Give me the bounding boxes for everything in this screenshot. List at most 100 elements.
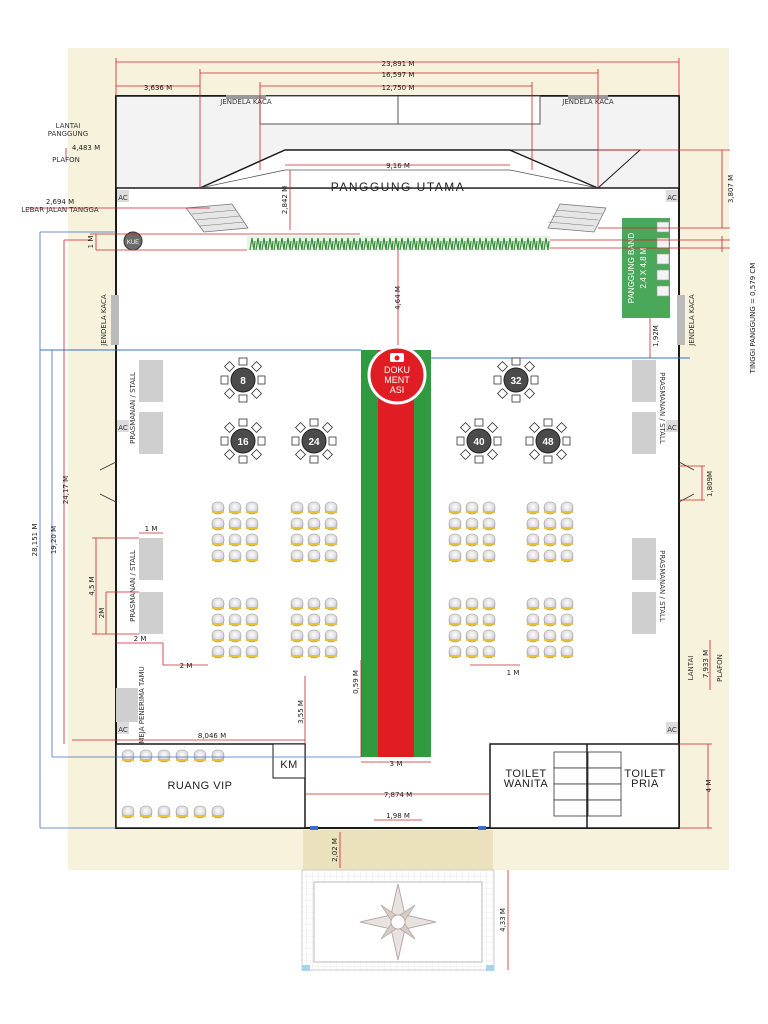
svg-text:AC: AC [118, 424, 128, 432]
vip-chair [157, 805, 171, 819]
chair [228, 517, 242, 531]
stage-floor-label: PANGGUNG [48, 130, 88, 138]
window-left [111, 295, 119, 345]
vip-toilet [272, 743, 306, 779]
chair [290, 629, 304, 643]
band-stage-size: 2,4 X 4,8 M [639, 247, 648, 288]
chair [245, 501, 259, 515]
chair [211, 501, 225, 515]
dim-stair-width: 2,694 M [46, 198, 74, 206]
floor-right-label: LANTAI [687, 656, 695, 681]
chair [465, 533, 479, 547]
chair [526, 613, 540, 627]
chair [526, 533, 540, 547]
dim-stall-unit: 2M [98, 608, 106, 619]
chair [324, 517, 338, 531]
chair [543, 517, 557, 531]
vip-chair [139, 749, 153, 763]
chair [465, 629, 479, 643]
chair [307, 501, 321, 515]
chair [211, 629, 225, 643]
dim-grass-offset: 1 M [87, 236, 95, 249]
ceiling-left-label: PLAFON [52, 156, 80, 164]
chair [290, 533, 304, 547]
dim-stage-width: 9,16 M [386, 162, 410, 170]
chair [290, 597, 304, 611]
dim-width-b: 16,597 M [382, 71, 415, 79]
round-table-24: 24 [291, 418, 337, 464]
dim-carpet-margin: 0,59 M [352, 670, 360, 694]
doors [99, 461, 695, 503]
entrance-area [303, 830, 493, 870]
ceiling-right-label: PLAFON [716, 654, 724, 682]
chair [245, 533, 259, 547]
chair [543, 533, 557, 547]
dim-depth-c: 19,20 M [50, 526, 58, 554]
toilet-pria-1: TOILET [624, 768, 665, 780]
dim-carpet-width: 3 M [390, 760, 403, 768]
chair [228, 549, 242, 563]
svg-text:AC: AC [667, 194, 677, 202]
km-label: KM [280, 759, 298, 771]
dimension-lines [28, 58, 730, 970]
toilet-wanita-2: WANITA [504, 778, 549, 790]
chair [228, 597, 242, 611]
buffet-stalls [139, 360, 656, 634]
chair [482, 501, 496, 515]
stage-stairs-left [185, 203, 249, 233]
chair [290, 645, 304, 659]
dim-toilet-depth: 4 M [705, 780, 713, 793]
chair [526, 549, 540, 563]
chair [543, 597, 557, 611]
doc-line-2: MENT [384, 375, 410, 385]
window-label-top-right: JENDELA KACA [561, 98, 614, 106]
chair [526, 597, 540, 611]
chair [228, 533, 242, 547]
chair [560, 597, 574, 611]
chair [465, 613, 479, 627]
dim-door-right: 1,809M [706, 471, 714, 497]
ac-units: AC AC AC AC AC AC [117, 190, 678, 734]
dim-chair-gap: 1 M [507, 669, 520, 677]
window-top-right [568, 95, 608, 99]
band-stage [622, 218, 670, 318]
round-table-32: 32 [493, 357, 539, 403]
dim-stall-depth: 4,5 M [88, 576, 96, 595]
dim-width-c: 12,750 M [382, 84, 415, 92]
vip-chair [121, 805, 135, 819]
round-table-48: 48 [525, 418, 571, 464]
chair [560, 613, 574, 627]
svg-text:AC: AC [667, 726, 677, 734]
chair [448, 645, 462, 659]
chair [448, 549, 462, 563]
svg-text:48: 48 [542, 437, 554, 448]
stall-label-right-bottom: PRASMANAN / STALL [658, 550, 666, 622]
chair [560, 549, 574, 563]
vip-chair [175, 749, 189, 763]
svg-text:32: 32 [510, 376, 522, 387]
chair [245, 549, 259, 563]
chair [560, 517, 574, 531]
compass-rose-icon [359, 883, 437, 961]
dim-stage-right: 3,807 M [727, 175, 735, 203]
dim-entrance-width: 1,98 M [386, 812, 410, 820]
chair [307, 613, 321, 627]
chair [448, 629, 462, 643]
chair [324, 629, 338, 643]
chair [245, 517, 259, 531]
window-label-right: JENDELA KACA [688, 294, 696, 347]
camera-icon [390, 353, 404, 362]
chair [324, 597, 338, 611]
cake-label: KUE [127, 240, 139, 246]
stall-label-left-top: PRASMANAN / STALL [129, 372, 137, 444]
dim-depth-b: 24,17 M [62, 476, 70, 504]
dim-floor-ceiling-left: 4,483 M [72, 144, 100, 152]
chair [245, 645, 259, 659]
chair [448, 597, 462, 611]
toilet-pria-2: PRIA [631, 778, 659, 790]
chair [211, 645, 225, 659]
chair [307, 549, 321, 563]
vip-chair [121, 749, 135, 763]
doc-line-1: DOKU [384, 365, 410, 375]
svg-text:AC: AC [118, 194, 128, 202]
